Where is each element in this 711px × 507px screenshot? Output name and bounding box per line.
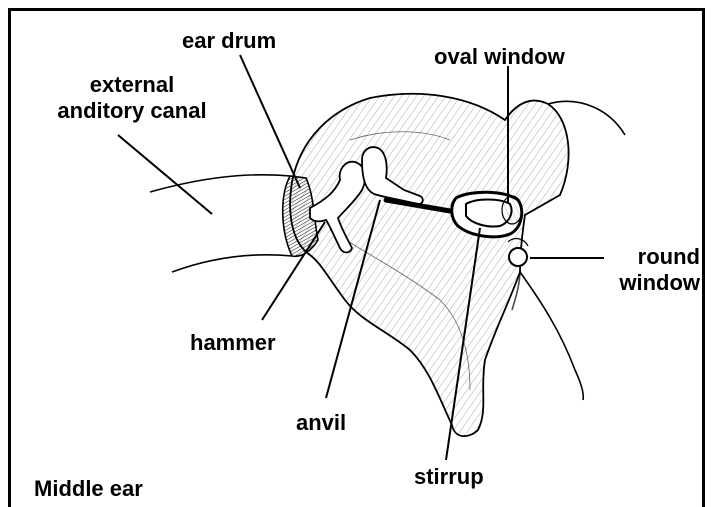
external-canal-label-line1: external <box>32 72 232 98</box>
round-window-label: round window <box>596 244 700 296</box>
diagram-caption: Middle ear <box>34 476 143 502</box>
round-window-label-line2: window <box>596 270 700 296</box>
external-canal-label: external anditory canal <box>32 72 232 124</box>
oval-window-label: oval window <box>434 44 565 70</box>
stirrup-label: stirrup <box>414 464 484 490</box>
hammer-label: hammer <box>190 330 276 356</box>
round-window-label-line1: round <box>596 244 700 270</box>
ear-drum-leader <box>240 55 300 188</box>
ear-drum-label: ear drum <box>182 28 276 54</box>
external-canal-shape <box>150 175 292 272</box>
oval-window-shape <box>502 196 522 224</box>
temporal-bone-shape <box>290 94 568 436</box>
external-canal-leader <box>118 135 212 214</box>
external-canal-label-line2: anditory canal <box>32 98 232 124</box>
anvil-label: anvil <box>296 410 346 436</box>
